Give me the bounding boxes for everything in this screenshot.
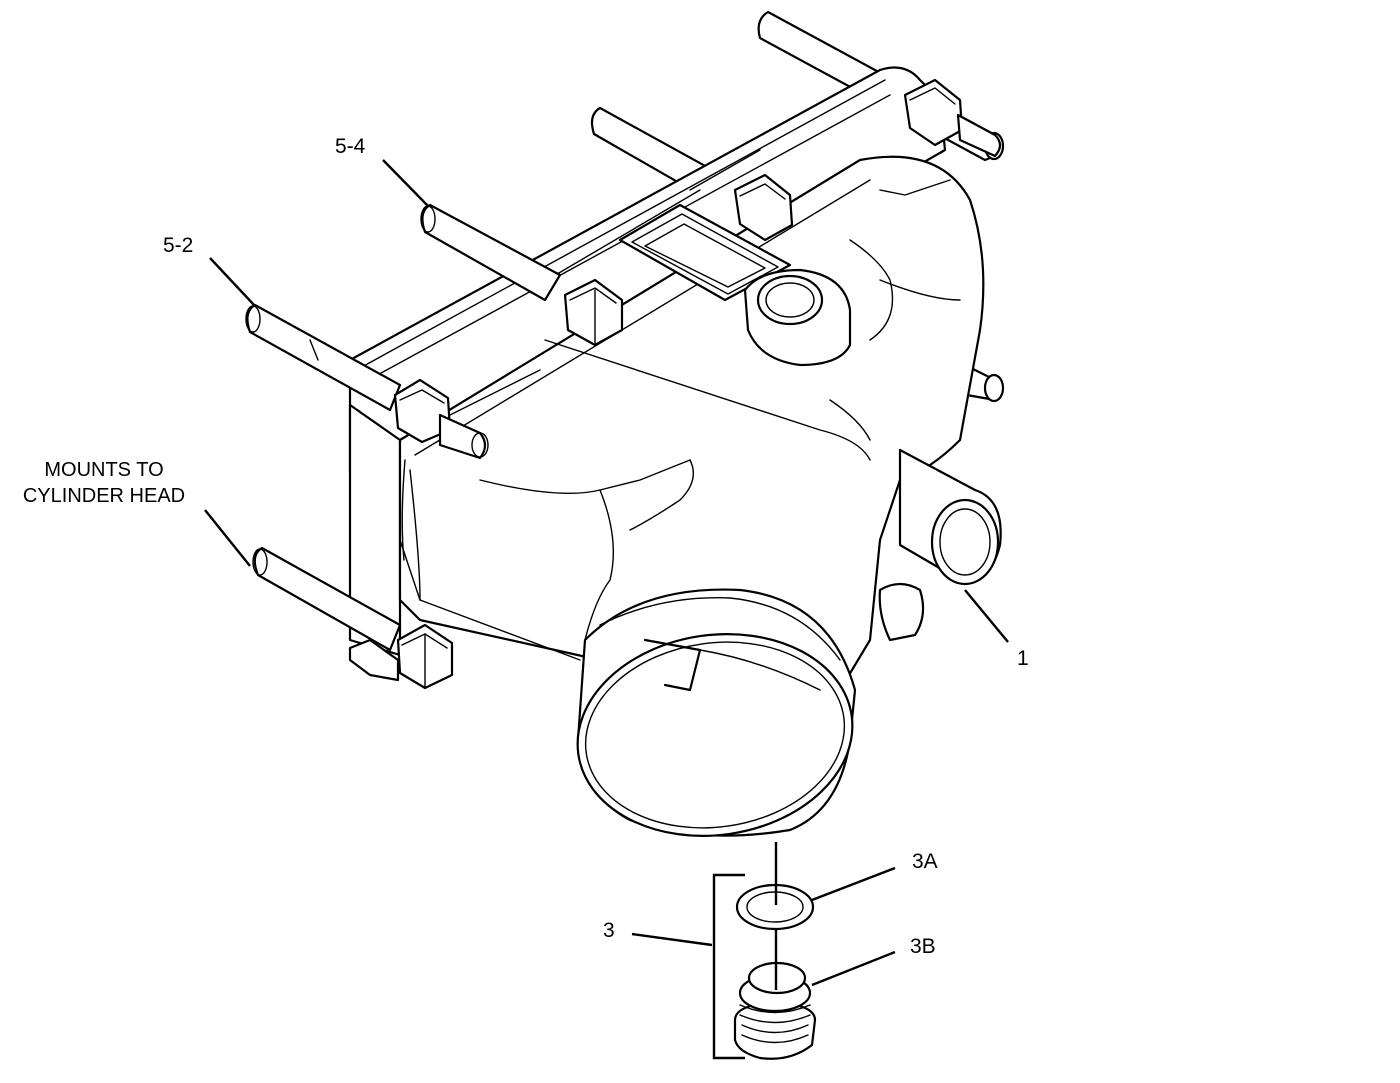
nut-top-middle [733, 173, 794, 242]
leader-3 [631, 932, 713, 947]
note-line-2: CYLINDER HEAD [23, 485, 185, 507]
nut-left-top [393, 378, 489, 460]
callout-1: 1 [1017, 647, 1029, 670]
callout-3: 3 [603, 919, 615, 942]
leader-5-2 [209, 257, 256, 307]
leader-mounts [204, 509, 251, 567]
callout-3b: 3B [910, 935, 936, 958]
callout-3a: 3A [912, 850, 938, 873]
callout-5-2: 5-2 [163, 234, 193, 257]
bolt-lower-left [348, 623, 454, 690]
group-bracket-3 [712, 873, 745, 1060]
stud-lower-left [252, 546, 402, 652]
leader-3b [811, 950, 896, 987]
leader-3a [811, 866, 896, 902]
nut-top-right [903, 78, 1002, 158]
leader-5-4 [382, 159, 429, 207]
leader-1 [964, 589, 1009, 643]
stud-5-2 [245, 303, 402, 412]
outlet-opening [576, 588, 857, 837]
callout-5-4: 5-4 [335, 135, 366, 158]
note-line-1: MOUNTS TO [44, 459, 163, 481]
bolt-top-left [563, 278, 624, 347]
top-slot-port [618, 203, 852, 367]
side-port [878, 448, 1002, 642]
